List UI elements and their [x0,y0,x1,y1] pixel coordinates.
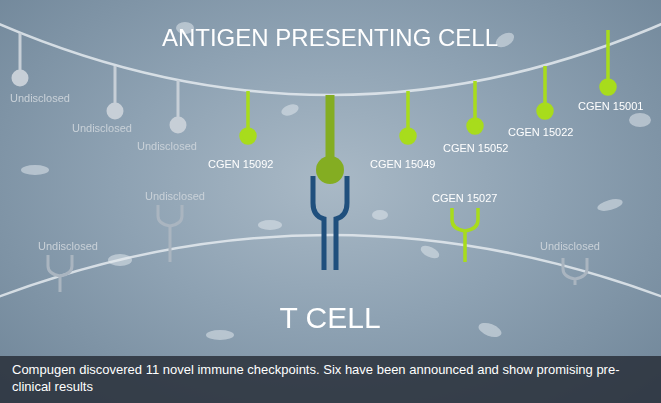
cell-region: T CELL [200,300,460,336]
grey-receptors [48,205,587,292]
cell-name: T CELL [200,300,460,336]
cell-region: ANTIGEN PRESENTING CELL [150,22,510,53]
apc-membrane [0,20,661,95]
checkpoint-label: CGEN 15022 [508,126,573,139]
checkpoint-label: CGEN 15049 [370,158,435,171]
green-receptor [452,208,478,262]
undisclosed-label: Undisclosed [10,92,70,105]
checkpoint-label: CGEN 15052 [443,142,508,155]
tcr-receptor [313,176,347,270]
undisclosed-label: Undisclosed [540,240,600,253]
undisclosed-label: Undisclosed [145,190,205,203]
checkpoint-label: CGEN 15027 [432,192,497,205]
cell-name: ANTIGEN PRESENTING CELL [150,22,510,53]
central-ligand [316,95,344,184]
undisclosed-label: Undisclosed [72,122,132,135]
caption: Compugen discovered 11 novel immune chec… [12,361,649,395]
checkpoint-label: CGEN 15092 [208,158,273,171]
undisclosed-label: Undisclosed [38,240,98,253]
undisclosed-label: Undisclosed [137,140,197,153]
tcell-membrane [0,235,661,300]
checkpoint-label: CGEN 15001 [578,100,643,113]
grey-ligands [13,33,185,132]
background-blobs [21,22,651,340]
